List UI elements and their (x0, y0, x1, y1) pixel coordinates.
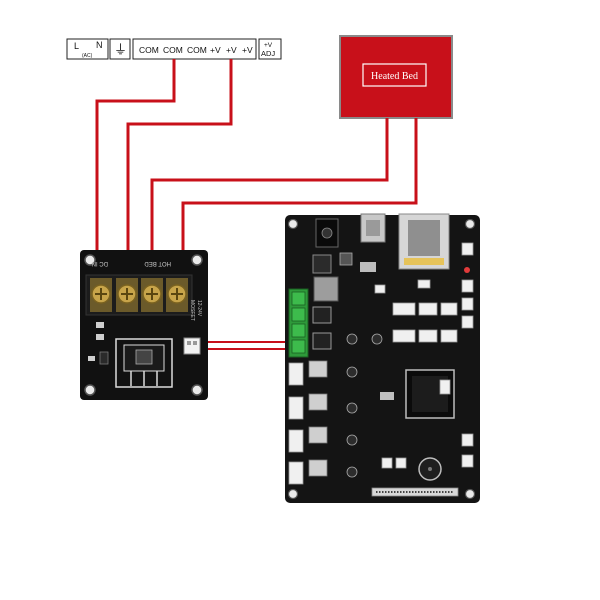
hot-bed-label: HOT BED (144, 260, 171, 266)
terminal-plus-v-1: +V (210, 45, 221, 55)
psu-terminal-strip: L N (AC) ⏚ COM COM COM +V +V +V +V ADJ (66, 38, 282, 60)
terminal-n-label: N (96, 40, 103, 50)
screw-terminal-1 (90, 278, 112, 312)
board-mosfet (312, 332, 332, 350)
terminal-plus-v-3: +V (242, 45, 253, 55)
signal-connector (183, 337, 201, 355)
mosfet-silk-1: 12-24V (196, 300, 202, 317)
terminal-l-label: L (74, 41, 79, 51)
heated-bed: Heated Bed (339, 35, 453, 119)
wire-bed-to-hot-bed-1 (150, 118, 389, 268)
smd-component (96, 322, 104, 328)
mount-hole-top-left (84, 254, 96, 266)
fan-connectors (374, 279, 458, 343)
mount-hole-bottom-right (191, 384, 203, 396)
mount-hole-bottom-left (84, 384, 96, 396)
smd-component (88, 356, 95, 361)
terminal-com-v-block: COM COM COM +V +V +V (132, 38, 257, 60)
green-terminal-block (288, 288, 309, 358)
stepper-drivers (308, 360, 328, 477)
screw-terminal-4 (166, 278, 188, 312)
terminal-com-2: COM (163, 45, 183, 55)
crystal (380, 392, 394, 400)
screw-terminal-2 (116, 278, 138, 312)
ground-icon: ⏚ (114, 42, 127, 57)
smd-component (99, 351, 109, 365)
wire-bed-to-hot-bed-2 (181, 118, 418, 268)
terminal-com-1: COM (139, 45, 159, 55)
terminal-com-3: COM (187, 45, 207, 55)
capacitors (346, 333, 383, 478)
misc-connectors (381, 379, 451, 469)
screw-terminal-3 (141, 278, 163, 312)
terminal-adj-plus-v: +V (264, 42, 273, 49)
terminal-ground: ⏚ (109, 38, 131, 60)
endstop-connectors (461, 242, 474, 468)
terminal-l-n: L N (AC) (66, 38, 109, 60)
green-terminal-3 (291, 323, 306, 338)
green-terminal-1 (291, 291, 306, 306)
wire-psu-v-to-dc-in-pos (126, 59, 233, 268)
status-led (464, 267, 470, 273)
green-terminal-4 (291, 339, 306, 354)
mount-hole (287, 218, 299, 230)
inductor (312, 254, 332, 274)
mosfet-module: DC IN HOT BED (80, 250, 208, 400)
green-terminal-2 (291, 307, 306, 322)
screw-terminals (90, 278, 188, 312)
mount-hole (287, 488, 299, 500)
smd-component (96, 334, 104, 340)
terminal-ac-label: (AC) (82, 53, 93, 59)
mount-hole (464, 488, 476, 500)
terminal-adj: +V ADJ (258, 38, 282, 60)
mount-hole-top-right (191, 254, 203, 266)
heated-bed-label: Heated Bed (371, 71, 418, 82)
stepper-connectors (288, 362, 304, 485)
controller-board (285, 213, 480, 503)
mosfet-heatsink (115, 338, 173, 388)
terminal-adj-label: ADJ (261, 49, 275, 58)
voltage-regulator (313, 276, 339, 302)
wires (95, 59, 418, 350)
wire-psu-com-to-dc-in-neg (95, 59, 176, 268)
board-mosfet (312, 306, 332, 324)
mosfet-silk-2: MOSFET (189, 300, 195, 321)
dc-in-label: DC IN (92, 260, 108, 266)
terminal-plus-v-2: +V (226, 45, 237, 55)
mount-hole (464, 218, 476, 230)
